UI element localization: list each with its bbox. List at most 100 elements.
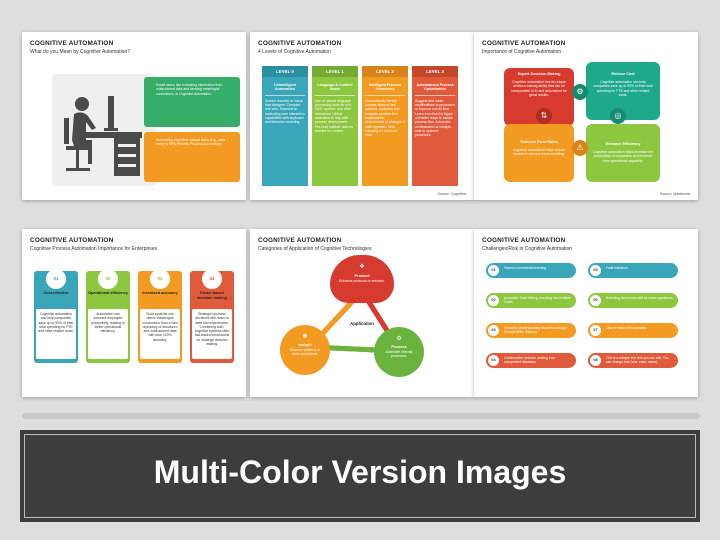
pill-text: Retaining the human skill for basic oper… [606, 296, 674, 300]
importance-column: 04 Faster-based decision making Strategi… [190, 269, 234, 363]
slide-title: COGNITIVE AUTOMATION [482, 40, 566, 47]
product-icon: ❖ [359, 264, 365, 270]
source-note: Source: Mastercbd [659, 192, 690, 196]
banner-frame [24, 434, 696, 518]
warning-icon: ⚠ [572, 140, 588, 156]
node-title: Process [391, 344, 407, 349]
gear-icon: ⚙ [396, 336, 402, 342]
node-text: Enhance products or services. [339, 279, 385, 283]
challenge-pill: 02 Automatic Goal Setting, breaking into… [486, 293, 576, 308]
pill-text: Automatic Goal Setting, breaking into mu… [504, 296, 571, 305]
column-text: Strategic business decisions drill down … [194, 312, 230, 347]
decision-icon: ⇅ [536, 108, 552, 124]
level-text: Use of natural language processing tools… [315, 98, 353, 133]
scrollbar-thumb[interactable] [22, 413, 700, 419]
pill-number: 03 [488, 325, 499, 336]
slide-thumbnail-2[interactable]: COGNITIVE AUTOMATION 4 Levels of Cogniti… [250, 32, 474, 200]
slide-title: COGNITIVE AUTOMATION [482, 237, 566, 244]
pill-text: Collaborative decision making from unexp… [504, 356, 556, 365]
column-text: Automation can increase employee product… [91, 312, 125, 334]
banner-title: Multi-Color Version Images [153, 454, 567, 490]
level-text: Suggest and make modifications to proces… [415, 98, 455, 138]
slide-subtitle: Cognitive Process Automation Importance … [30, 246, 158, 252]
center-label: Application [350, 321, 374, 326]
slide-title: COGNITIVE AUTOMATION [30, 237, 114, 244]
column-label: Increased accuracy [142, 291, 178, 295]
slide-subtitle: What do you Mean by Cognitive Automation… [30, 49, 131, 55]
slide-thumbnail-6[interactable]: COGNITIVE AUTOMATION Challenges/Risk in … [474, 229, 698, 397]
card-title: Reduces Error Rates [520, 140, 558, 144]
card-text: Cognitive automation has its unique deci… [511, 80, 567, 97]
column-text: Such systems can derive meaningful concl… [142, 312, 178, 342]
pill-number: 01 [488, 265, 499, 276]
source-note: Source: Cognifirst [437, 192, 466, 196]
level-name: Language & Content Aware [315, 81, 355, 96]
slide-title: COGNITIVE AUTOMATION [258, 237, 342, 244]
level-text: Automatically identify process flows in … [365, 98, 405, 138]
challenge-pill: 04 Collaborative decision making from un… [486, 353, 576, 368]
pill-text: This is a sample text that you can edit.… [606, 356, 669, 365]
box-text: Automating repetitive manual tasks (e.g.… [156, 138, 225, 147]
column-number: 03 [150, 269, 170, 289]
card-text: Cognitive automation helps reduce human … [512, 148, 566, 157]
challenge-pill: 08 This is a sample text that you can ed… [588, 353, 678, 368]
column-text: Cognitive automation can help companies … [38, 312, 74, 334]
card-text: Cognitive automation can help companies … [593, 80, 653, 97]
card-title: Reduce Cost [611, 72, 635, 76]
slide-subtitle: Categories of Application of Cognitive T… [258, 246, 372, 252]
challenge-pill: 01 Generic incremental learning. [486, 263, 576, 278]
slide-title: COGNITIVE AUTOMATION [30, 40, 114, 47]
box-text: Smart users, like extracting information… [156, 83, 223, 96]
importance-column: 01 Cost-effective Cognitive automation c… [34, 269, 78, 363]
card-title: Expert Decision Making [517, 72, 561, 76]
column-label: Operational efficiency [88, 291, 128, 295]
slide-thumbnail-4[interactable]: COGNITIVE AUTOMATION Cognitive Process A… [22, 229, 246, 397]
level-name: Unintelligent Automation [265, 81, 305, 96]
challenge-pill: 03 Semantic Understanding World Knowledg… [486, 323, 576, 338]
node-text: Discover patterns or make predictions. [289, 348, 321, 357]
pill-text: Time to hand off to humans. [606, 326, 647, 330]
slide-title: COGNITIVE AUTOMATION [258, 40, 342, 47]
slide-subtitle: Challenges/Risk in Cognitive Automation [482, 246, 573, 252]
column-label: Faster-based decision making [197, 291, 227, 300]
level-column: LEVEL 3 Autonomous Process Optimization … [412, 66, 458, 186]
lightbulb-icon: ✺ [302, 334, 308, 340]
slide-thumbnail-3[interactable]: COGNITIVE AUTOMATION Importance of Cogni… [474, 32, 698, 200]
importance-column: 02 Operational efficiency Automation can… [86, 269, 130, 363]
pill-number: 07 [590, 325, 601, 336]
person-at-computer-icon [64, 96, 142, 176]
column-number: 04 [202, 269, 222, 289]
slide-thumbnail-5[interactable]: COGNITIVE AUTOMATION Categories of Appli… [250, 229, 474, 397]
pill-text: Semantic Understanding World Knowledge (… [504, 326, 567, 335]
level-column: LEVEL 2 Intelligent Process Awareness Au… [362, 66, 408, 186]
level-label: LEVEL 1 [312, 66, 358, 77]
pill-number: 08 [590, 355, 601, 366]
column-number: 02 [98, 269, 118, 289]
pill-number: 06 [590, 295, 601, 306]
level-name: Autonomous Process Optimization [415, 81, 455, 96]
cost-icon: ◎ [610, 108, 626, 124]
node-text: Automate internal processes. [385, 350, 413, 359]
definition-box: Smart users, like extracting information… [144, 77, 240, 127]
node-title: Product [354, 273, 370, 278]
insight-node: ✺ Insight Discover patterns or make pred… [280, 325, 330, 375]
pill-text: Generic incremental learning. [504, 266, 548, 270]
level-label: LEVEL 3 [412, 66, 458, 77]
challenge-pill: 06 Retaining the human skill for basic o… [588, 293, 678, 308]
importance-column: 03 Increased accuracy Such systems can d… [138, 269, 182, 363]
slide-subtitle: Importance of Cognitive Automation [482, 49, 562, 55]
slide-thumbnail-1[interactable]: COGNITIVE AUTOMATION What do you Mean by… [22, 32, 246, 200]
slide-subtitle: 4 Levels of Cognitive Automation [258, 49, 331, 55]
challenge-pill: 07 Time to hand off to humans. [588, 323, 678, 338]
pill-text: Fault tolerance. [606, 266, 629, 270]
node-title: Insight [298, 342, 312, 347]
card-text: Cognitive automation helps increase the … [592, 150, 654, 163]
level-label: LEVEL 0 [262, 66, 308, 77]
gear-icon: ⚙ [572, 84, 588, 100]
importance-card: Enhance Efficiency Cognitive automation … [586, 124, 660, 182]
level-label: LEVEL 2 [362, 66, 408, 77]
level-column: LEVEL 0 Unintelligent Automation Screen … [262, 66, 308, 186]
card-title: Enhance Efficiency [605, 142, 641, 146]
level-name: Intelligent Process Awareness [365, 81, 405, 96]
importance-card: Reduces Error Rates Cognitive automation… [504, 124, 574, 182]
